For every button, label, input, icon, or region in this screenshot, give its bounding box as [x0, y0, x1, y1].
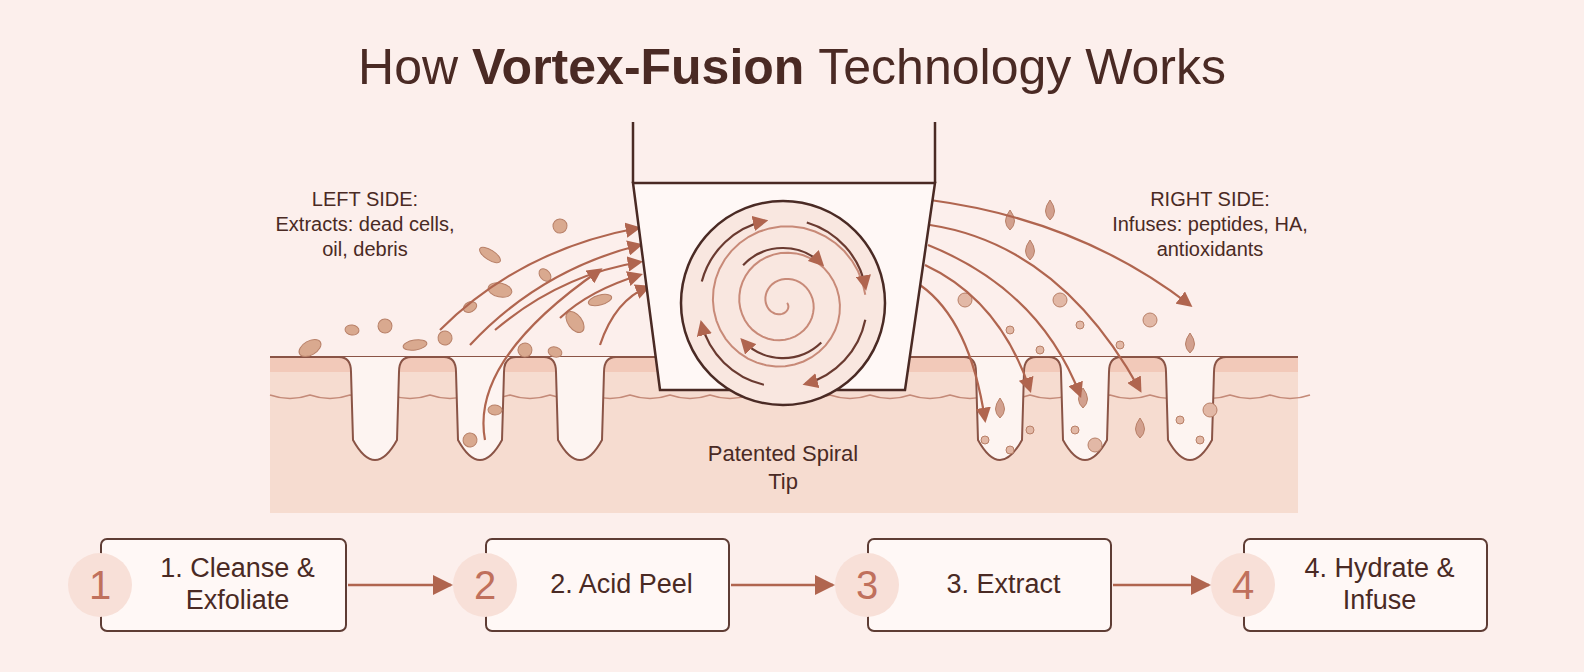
step-frame: 4. Hydrate & Infuse — [1243, 538, 1488, 632]
side-label: Infuses: peptides, HA, antioxidants — [1090, 212, 1330, 262]
pore — [1154, 357, 1226, 460]
device — [633, 122, 935, 405]
flow-arrow — [731, 584, 833, 587]
step-number: 2 — [453, 553, 517, 617]
step-box: 3. Extract 3 — [835, 538, 1112, 632]
pore — [339, 357, 411, 460]
step-box: 1. Cleanse & Exfoliate1 — [68, 538, 347, 632]
side-label: LEFT SIDE: — [265, 187, 465, 212]
step-frame: 1. Cleanse & Exfoliate — [100, 538, 347, 632]
pore — [1049, 357, 1121, 460]
step-number: 4 — [1211, 553, 1275, 617]
step-number: 3 — [835, 553, 899, 617]
step-label: 3. Extract — [946, 569, 1060, 601]
side-label: Extracts: dead cells, oil, debris — [265, 212, 465, 262]
part-label: Patented Spiral Tip — [703, 440, 863, 495]
side-label: RIGHT SIDE: — [1090, 187, 1330, 212]
step-label: 4. Hydrate & Infuse — [1283, 553, 1476, 617]
pore — [544, 357, 616, 460]
step-box: 4. Hydrate & Infuse4 — [1211, 538, 1488, 632]
step-frame: 3. Extract — [867, 538, 1112, 632]
step-label: 1. Cleanse & Exfoliate — [140, 553, 335, 617]
step-frame: 2. Acid Peel — [485, 538, 730, 632]
pore — [444, 357, 516, 460]
step-label: 2. Acid Peel — [550, 569, 693, 601]
step-number: 1 — [68, 553, 132, 617]
title: How Vortex-Fusion Technology Works — [358, 38, 1226, 96]
flow-arrow — [1113, 584, 1209, 587]
step-box: 2. Acid Peel 2 — [453, 538, 730, 632]
flow-arrow — [348, 584, 451, 587]
